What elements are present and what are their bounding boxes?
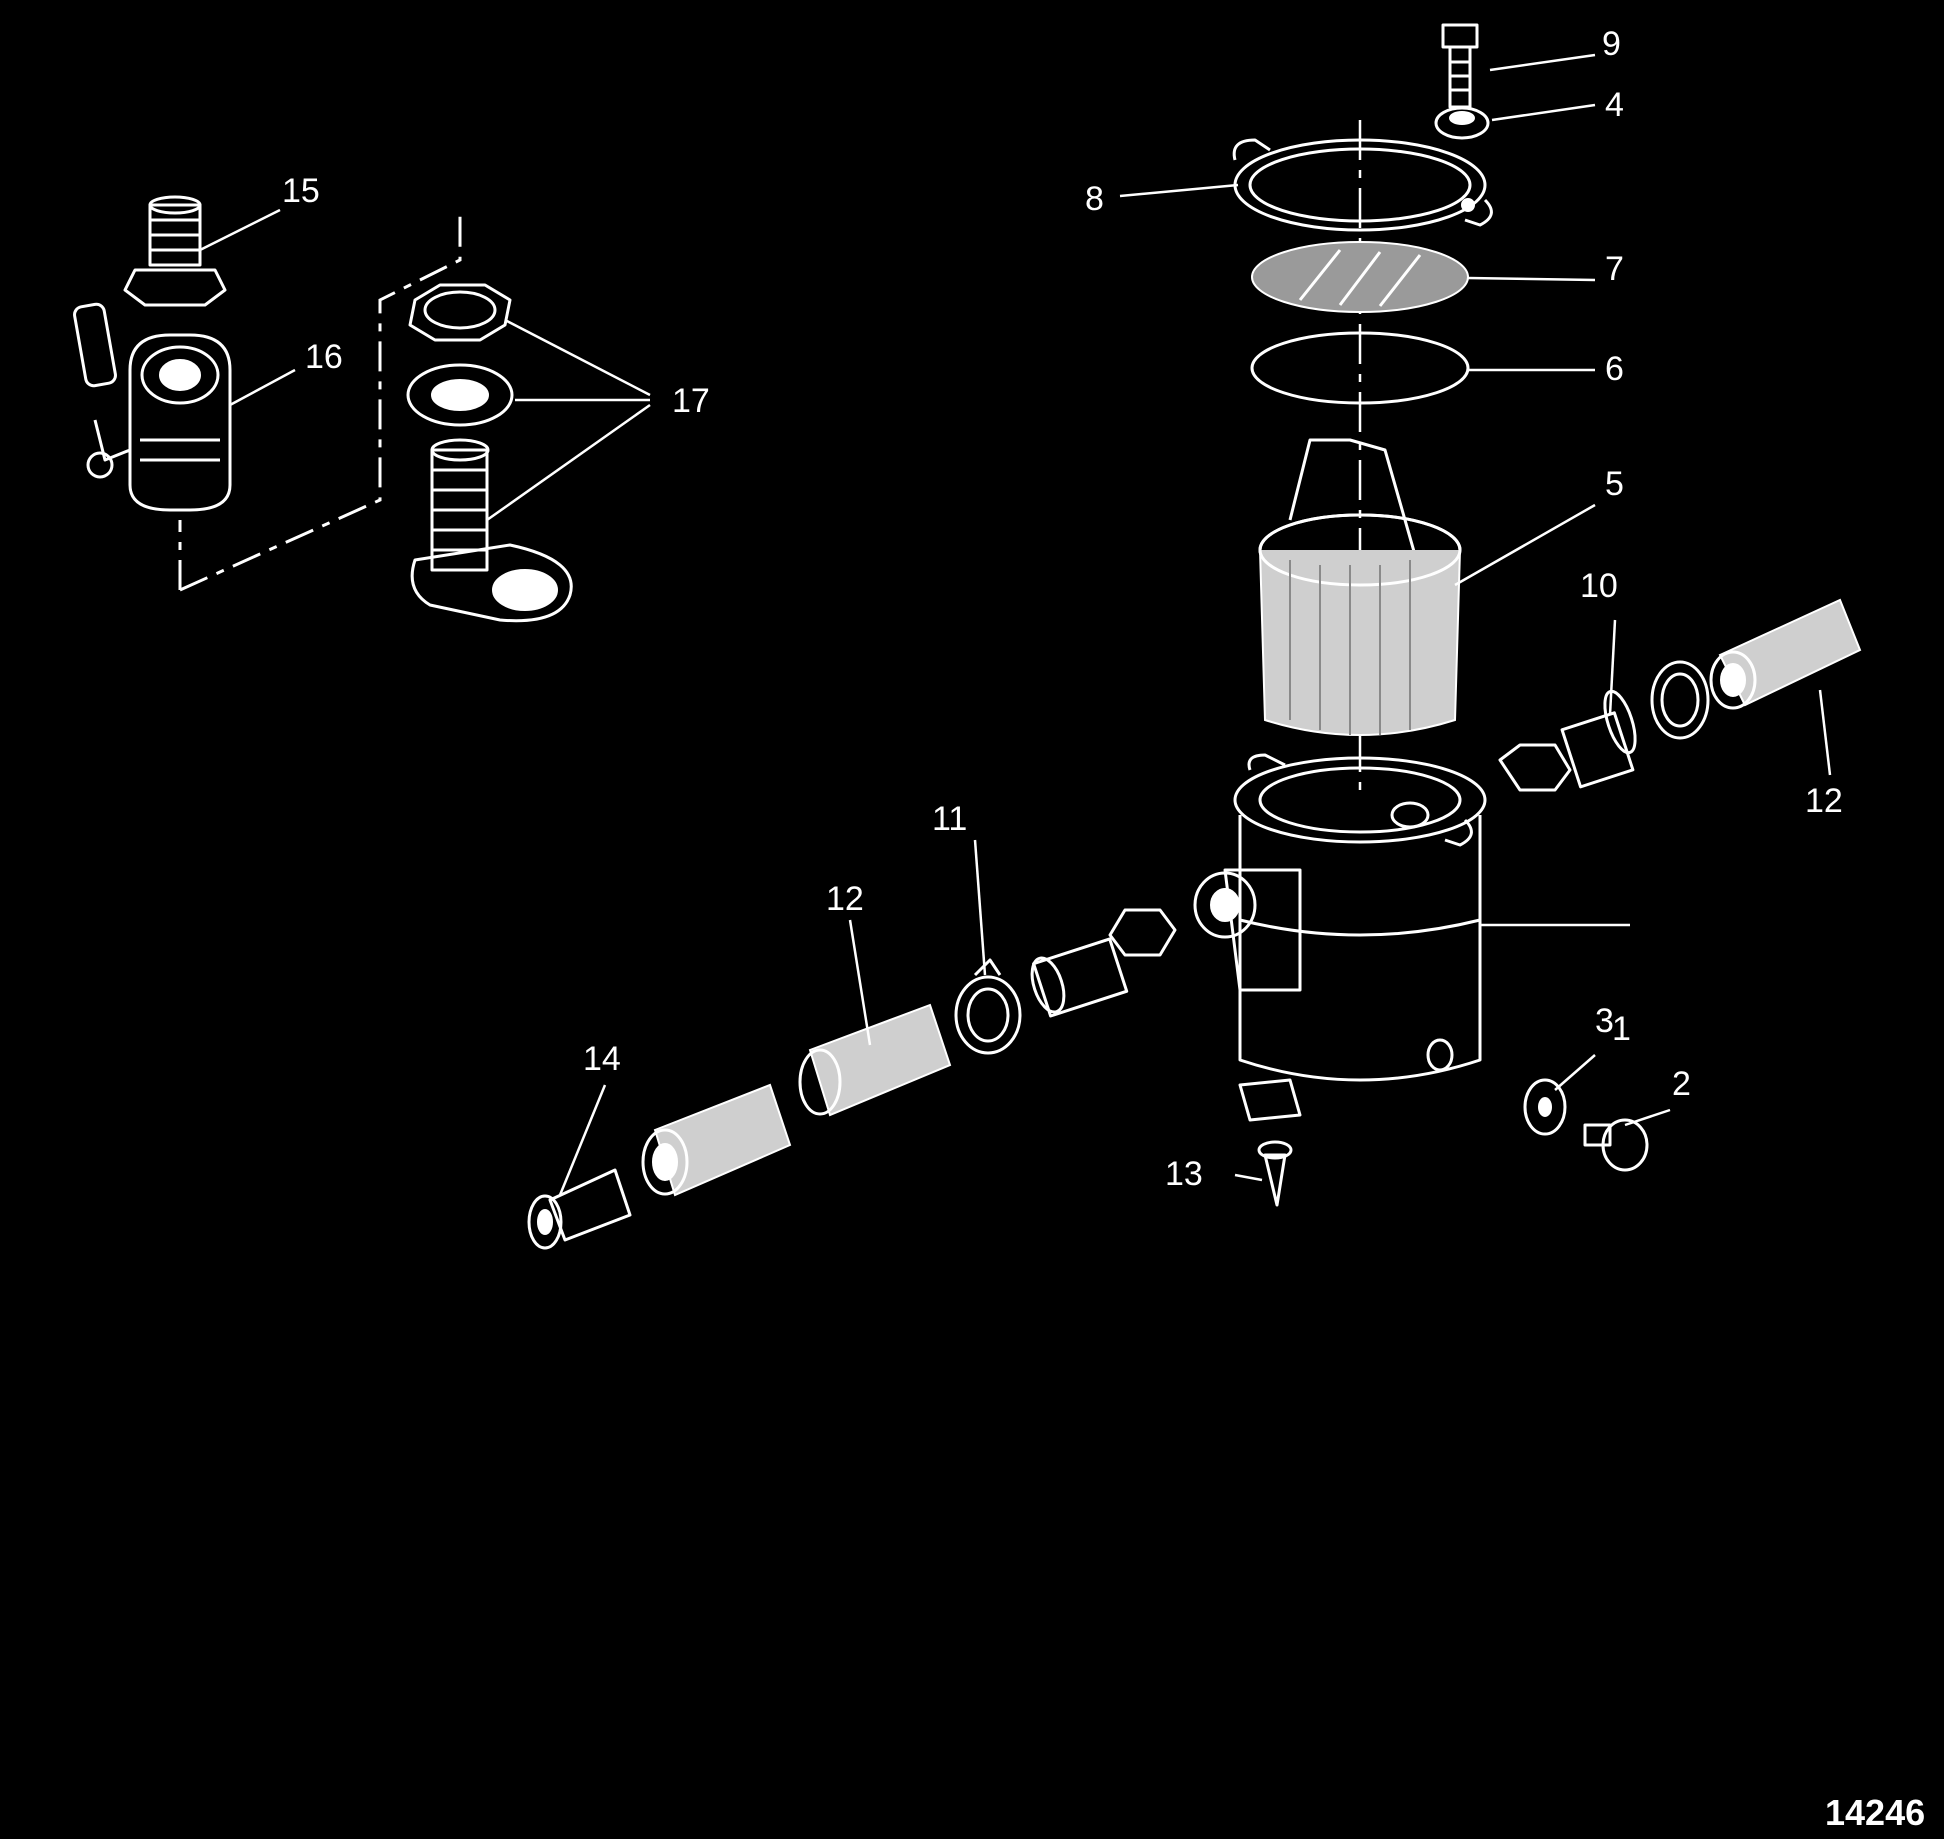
part-16-ball-valve (73, 302, 232, 512)
callout-12-right: 12 (1805, 782, 1843, 820)
part-3-washer (1523, 1078, 1567, 1136)
callout-1: 1 (1612, 1010, 1631, 1048)
part-12-hose-right (1709, 598, 1862, 710)
part-6-o-ring (1250, 331, 1470, 405)
part-hose-short (641, 1083, 792, 1197)
part-1-strainer-body (1193, 753, 1487, 1122)
part-15-threaded-fitting (123, 195, 227, 307)
part-9-bolt (1441, 23, 1479, 109)
figure-id: 14246 (1825, 1792, 1925, 1833)
callout-3: 3 (1595, 1002, 1614, 1040)
callout-15: 15 (282, 172, 320, 210)
part-10-hose-barb-left (1030, 908, 1177, 1018)
callout-14: 14 (583, 1040, 621, 1078)
part-11-hose-clamp-left (954, 958, 1022, 1055)
callout-8: 8 (1085, 180, 1104, 218)
callout-7: 7 (1605, 250, 1624, 288)
callout-6: 6 (1605, 350, 1624, 388)
callout-10: 10 (1580, 567, 1618, 605)
part-12-hose-left (798, 1003, 952, 1117)
callout-13: 13 (1165, 1155, 1203, 1193)
part-4-washer (1434, 106, 1490, 140)
callout-labels: 1 2 3 4 5 6 7 8 9 10 11 12 12 13 14 15 1… (282, 25, 1925, 1833)
part-13-screw (1257, 1140, 1293, 1207)
part-10-hose-barb-right (1498, 689, 1637, 792)
callout-4: 4 (1605, 86, 1624, 124)
assembly-dash-line (178, 215, 462, 592)
part-8-cover-ring (1232, 138, 1493, 232)
callout-5: 5 (1605, 465, 1624, 503)
callout-12-left: 12 (826, 880, 864, 918)
callout-11: 11 (932, 800, 967, 838)
callout-17: 17 (672, 382, 710, 420)
part-17-through-hull-set (406, 283, 573, 623)
leader-lines (199, 53, 1832, 1196)
callout-2: 2 (1672, 1065, 1691, 1103)
part-2-drain-plug (1583, 1118, 1649, 1172)
part-11-hose-clamp-right (1650, 660, 1710, 740)
part-7-sight-glass (1251, 241, 1469, 313)
part-14-hose-barb (527, 1168, 632, 1250)
callout-16: 16 (305, 338, 343, 376)
callout-9: 9 (1602, 25, 1621, 63)
part-5-basket-strainer (1258, 438, 1462, 736)
